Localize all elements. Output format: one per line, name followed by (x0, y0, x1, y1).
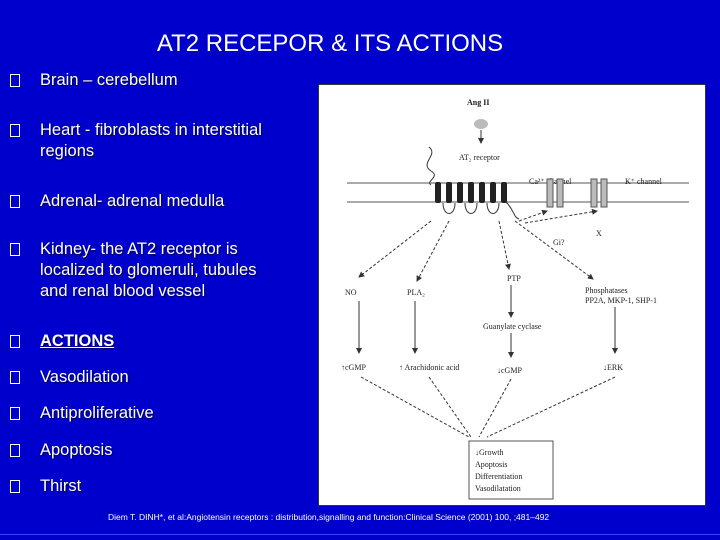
ang-ii-ligand-icon (474, 119, 488, 129)
outcome-differentiation: Differentiation (475, 472, 522, 481)
k-channel-icon (600, 178, 608, 208)
arrow-to-phosphatases (514, 220, 594, 280)
outcomes-box (468, 440, 554, 500)
arrow-to-no (358, 220, 432, 278)
signaling-diagram-svg: Ang II AT₂ receptor Ca²⁺ channel (341, 98, 689, 500)
bullet-text: Adrenal- adrenal medulla (40, 192, 225, 210)
bullet-text: Heart - fibroblasts in interstitial (40, 121, 262, 139)
bullet-text: Kidney- the AT2 receptor is (40, 240, 238, 258)
citation-footer: Diem T. DINH*, et al:Angiotensin recepto… (108, 512, 550, 522)
arrow-to-ptp (498, 220, 511, 270)
arrow-to-pla2 (416, 220, 450, 282)
gi-k-arrow (524, 208, 598, 224)
receptor-n-terminus (426, 146, 435, 186)
guanylate-label: Guanylate cyclase (483, 322, 542, 331)
k-channel-label: K⁺ channel (625, 177, 663, 186)
bullet-text: Apoptosis (40, 441, 113, 459)
converge-line (478, 378, 512, 438)
outcome-growth: ↓Growth (475, 448, 503, 457)
no-label: NO (345, 288, 357, 297)
bullet-box-icon (10, 407, 20, 420)
bullet-box-icon (10, 74, 20, 87)
ca-channel-icon (546, 178, 554, 208)
bullet-box-icon (10, 371, 20, 384)
ptp-label: PTP (507, 274, 521, 283)
bullet-text: Antiproliferative (40, 404, 154, 422)
ca-channel-icon (556, 178, 564, 208)
gi-label: Gi? (553, 238, 565, 247)
bullet-text: Vasodilation (40, 368, 129, 386)
bullet-box-icon (10, 124, 20, 137)
k-channel-icon (590, 178, 598, 208)
cgmp-up-label: ↑cGMP (341, 363, 366, 372)
outcome-apoptosis: Apoptosis (475, 460, 507, 469)
outcome-vasodilatation: Vasodilatation (475, 484, 521, 493)
bullet-box-icon (10, 243, 20, 256)
signaling-diagram: Ang II AT₂ receptor Ca²⁺ channel (318, 84, 706, 506)
phosphatases-label: Phosphatases (585, 286, 628, 295)
converge-line (428, 376, 472, 438)
converge-line (360, 376, 470, 438)
gi-ca-arrow (518, 209, 548, 222)
receptor-helices-icon (435, 182, 520, 220)
bullet-text: localized to glomeruli, tubules (40, 261, 257, 279)
bullet-text: Thirst (40, 477, 82, 495)
bullet-text: regions (40, 142, 95, 160)
bullet-text: and renal blood vessel (40, 282, 206, 300)
bottom-divider (0, 534, 720, 535)
x-mark: X (596, 229, 602, 238)
bullet-box-icon (10, 335, 20, 348)
converge-line (486, 376, 616, 438)
arachidonic-label: ↑ Arachidonic acid (399, 363, 459, 372)
ang-ii-label: Ang II (467, 98, 489, 107)
bullet-box-icon (10, 480, 20, 493)
phosphatases-list: PP2A, MKP-1, SHP-1 (585, 296, 657, 305)
cgmp-down-label: ↓cGMP (497, 366, 522, 375)
bullet-box-icon (10, 195, 20, 208)
bullet-text: Brain – cerebellum (40, 71, 178, 89)
pla2-label: PLA₂ (407, 288, 425, 297)
slide-title: AT2 RECEPOR & ITS ACTIONS (156, 30, 504, 57)
bullet-text: ACTIONS (40, 332, 115, 350)
receptor-label: AT₂ receptor (459, 153, 500, 162)
erk-label: ↓ERK (603, 363, 623, 372)
bullet-box-icon (10, 444, 20, 457)
